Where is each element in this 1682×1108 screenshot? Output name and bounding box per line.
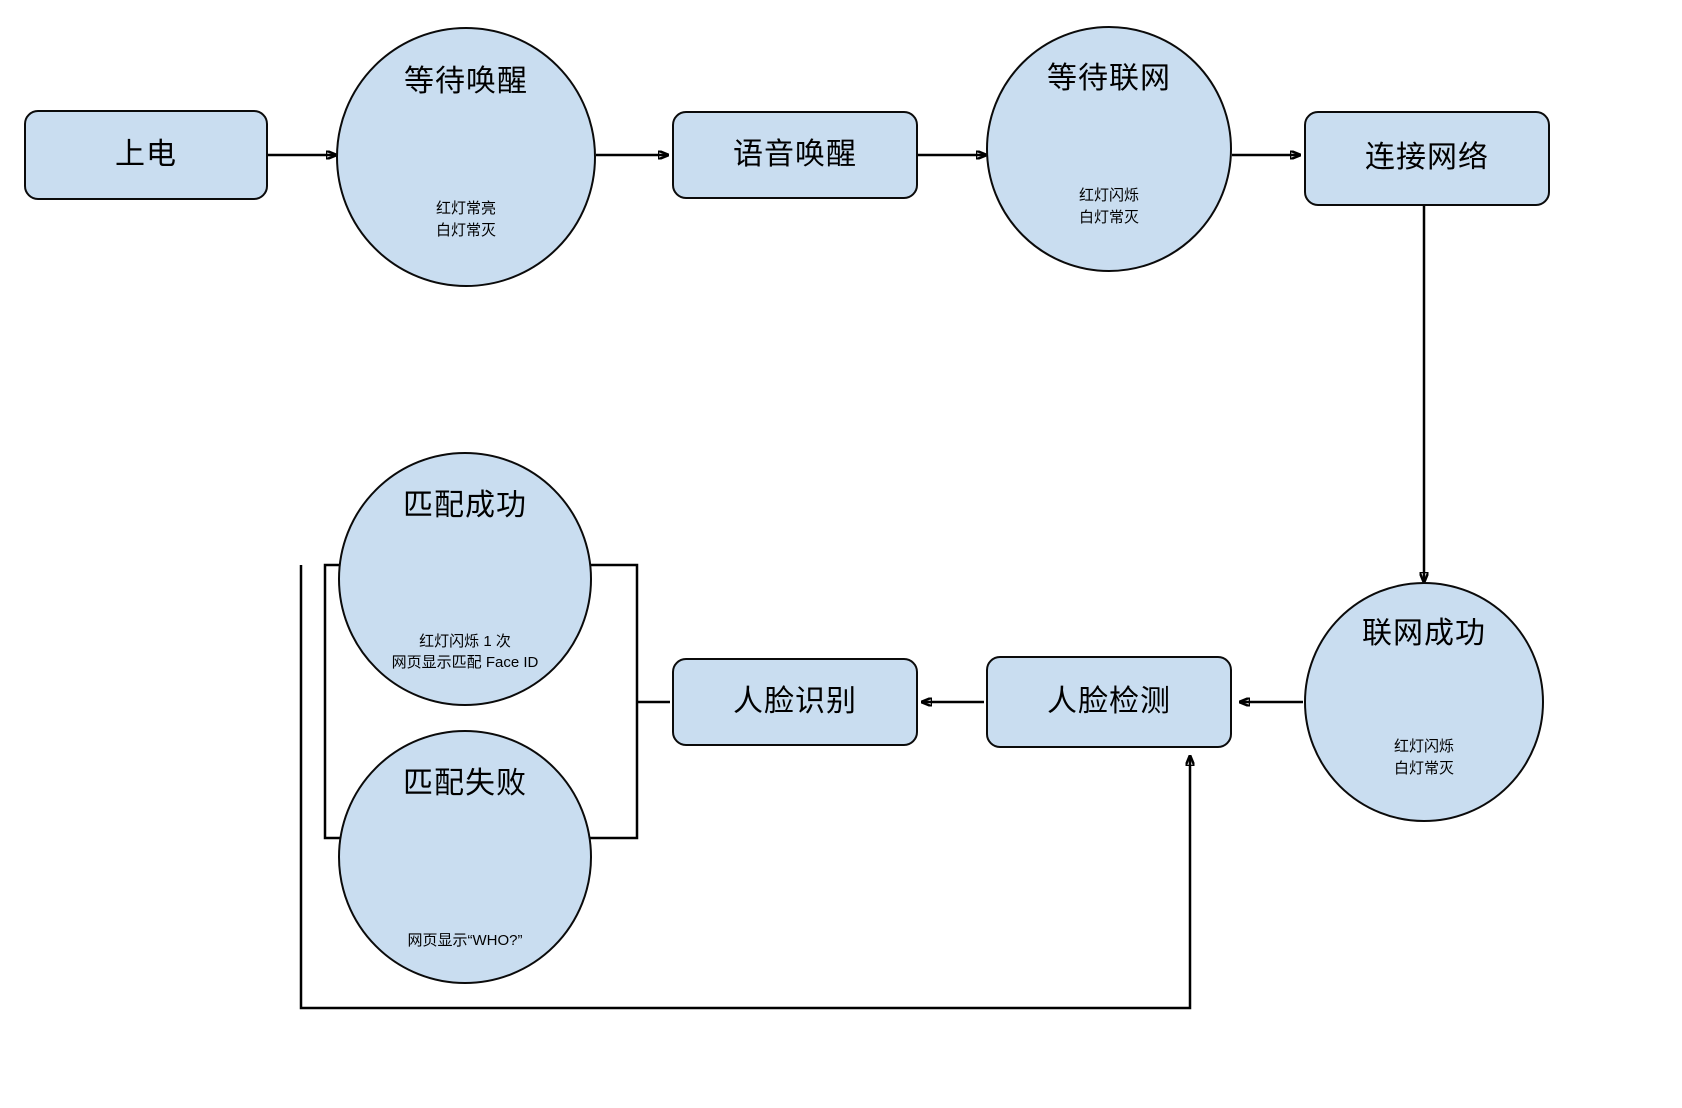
node-connect-network[interactable]: 连接网络 [1304, 111, 1550, 206]
node-match-fail-title: 匹配失败 [403, 767, 527, 800]
node-face-recognize-title: 人脸识别 [733, 684, 857, 718]
node-wait-wakeup[interactable]: 等待唤醒 红灯常亮 白灯常灭 [336, 27, 596, 287]
node-wait-wakeup-title: 等待唤醒 [404, 64, 528, 98]
node-voice-wakeup-title: 语音唤醒 [733, 137, 857, 171]
node-network-success[interactable]: 联网成功 红灯闪烁 白灯常灭 [1304, 582, 1544, 822]
node-match-fail[interactable]: 匹配失败 网页显示“WHO?” [338, 730, 592, 984]
node-wait-wakeup-sub-line-1: 红灯常亮 [435, 199, 496, 217]
node-wait-network-subtext: 红灯闪烁 白灯常灭 [1079, 185, 1139, 229]
node-match-success-sub-line-2: 网页显示匹配 Face ID [391, 654, 539, 672]
node-match-fail-sub-line-1: 网页显示“WHO?” [407, 932, 523, 950]
node-wait-wakeup-sub-line-2: 白灯常灭 [435, 221, 496, 239]
node-match-success[interactable]: 匹配成功 红灯闪烁 1 次 网页显示匹配 Face ID [338, 452, 592, 706]
node-face-detect[interactable]: 人脸检测 [986, 656, 1232, 748]
node-network-success-sub-line-1: 红灯闪烁 [1393, 738, 1454, 756]
node-wait-network-sub-line-1: 红灯闪烁 [1078, 187, 1139, 205]
node-power-on[interactable]: 上电 [24, 110, 268, 200]
node-wait-wakeup-subtext: 红灯常亮 白灯常灭 [436, 198, 496, 242]
node-wait-network[interactable]: 等待联网 红灯闪烁 白灯常灭 [986, 26, 1232, 272]
node-face-detect-title: 人脸检测 [1047, 684, 1171, 718]
node-match-success-sub-line-1: 红灯闪烁 1 次 [419, 632, 511, 650]
node-wait-network-title: 等待联网 [1047, 61, 1171, 95]
node-network-success-sub-line-2: 白灯常灭 [1393, 760, 1454, 778]
node-wait-network-sub-line-2: 白灯常灭 [1078, 209, 1139, 227]
node-voice-wakeup[interactable]: 语音唤醒 [672, 111, 918, 199]
node-match-success-subtext: 红灯闪烁 1 次 网页显示匹配 Face ID [392, 631, 539, 675]
node-match-fail-subtext: 网页显示“WHO?” [408, 930, 523, 952]
node-face-recognize[interactable]: 人脸识别 [672, 658, 918, 746]
node-network-success-subtext: 红灯闪烁 白灯常灭 [1394, 736, 1454, 780]
node-network-success-title: 联网成功 [1362, 617, 1486, 651]
node-power-on-title: 上电 [115, 137, 177, 171]
node-connect-network-title: 连接网络 [1365, 141, 1489, 175]
node-match-success-title: 匹配成功 [403, 489, 527, 522]
